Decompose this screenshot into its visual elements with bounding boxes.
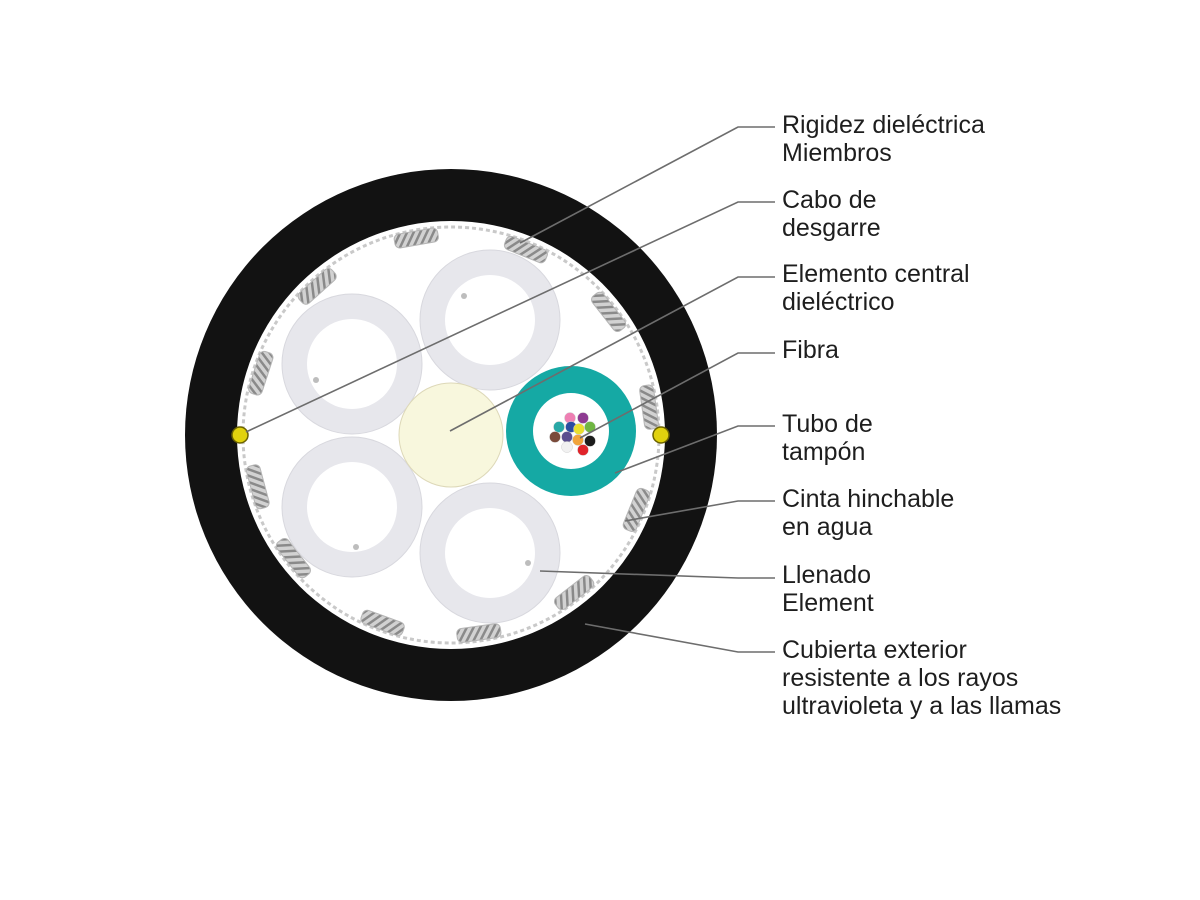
leader-lines bbox=[245, 126, 775, 653]
central-dielectric-element bbox=[398, 382, 504, 488]
label-line: Elemento central bbox=[782, 260, 970, 288]
leader-line-filler bbox=[539, 570, 775, 579]
strength-member bbox=[591, 291, 627, 332]
filler-element-core bbox=[307, 319, 397, 409]
label-line: ultravioleta y a las llamas bbox=[782, 692, 1062, 720]
optical-fiber bbox=[561, 431, 573, 443]
optical-fiber bbox=[549, 431, 561, 443]
filler-element-core bbox=[307, 462, 397, 552]
label-line: Miembros bbox=[782, 139, 892, 167]
label-strength-members: Rigidez dieléctrica Miembros bbox=[782, 111, 985, 167]
optical-fiber bbox=[577, 444, 589, 456]
leader-line-ripcord bbox=[245, 201, 775, 433]
filler-element-marker bbox=[525, 560, 531, 566]
ripcord-right bbox=[652, 426, 670, 444]
label-fiber: Fibra bbox=[782, 336, 839, 364]
label-line: Cinta hinchable bbox=[782, 485, 955, 513]
label-outer-jacket: Cubierta exterior resistente a los rayos… bbox=[782, 636, 1061, 720]
strength-member bbox=[554, 575, 595, 611]
filler-element-marker bbox=[461, 293, 467, 299]
strength-member bbox=[360, 609, 405, 637]
leader-line-buffer bbox=[614, 425, 775, 474]
label-line: desgarre bbox=[782, 214, 881, 242]
leader-line-jacket bbox=[584, 623, 775, 653]
label-filler-element: Llenado Element bbox=[782, 561, 874, 617]
label-line: Element bbox=[782, 589, 874, 617]
filler-element-marker bbox=[313, 377, 319, 383]
label-water-swellable-tape: Cinta hinchable en agua bbox=[782, 485, 954, 541]
label-central-element: Elemento central dieléctrico bbox=[782, 260, 970, 316]
label-line: resistente a los rayos bbox=[782, 664, 1019, 692]
optical-fiber bbox=[573, 423, 585, 435]
strength-member bbox=[297, 268, 337, 305]
ripcord-left bbox=[231, 426, 249, 444]
label-line: en agua bbox=[782, 513, 873, 541]
leader-line-fiber bbox=[579, 352, 775, 439]
label-line: tampón bbox=[782, 438, 866, 466]
label-line: dieléctrico bbox=[782, 288, 895, 316]
strength-member bbox=[503, 235, 548, 264]
strength-member bbox=[639, 384, 659, 430]
optical-fiber bbox=[553, 421, 565, 433]
filler-elements bbox=[281, 249, 561, 624]
optical-fiber bbox=[584, 435, 596, 447]
label-buffer-tube: Tubo de tampón bbox=[782, 410, 873, 466]
strength-member bbox=[456, 623, 502, 643]
leader-line-strength bbox=[519, 126, 775, 244]
strength-member bbox=[245, 464, 270, 510]
label-line: Tubo de bbox=[782, 410, 873, 438]
optical-fiber bbox=[577, 412, 589, 424]
label-line: Fibra bbox=[782, 336, 839, 364]
filler-element-core bbox=[445, 275, 535, 365]
leader-line-central bbox=[449, 276, 775, 432]
filler-element-marker bbox=[353, 544, 359, 550]
filler-element-core bbox=[445, 508, 535, 598]
label-line: Llenado bbox=[782, 561, 871, 589]
label-line: Cabo de bbox=[782, 186, 877, 214]
label-line: Rigidez dieléctrica bbox=[782, 111, 985, 139]
strength-member bbox=[275, 538, 311, 579]
label-ripcord: Cabo de desgarre bbox=[782, 186, 881, 242]
strength-members bbox=[245, 227, 659, 643]
strength-member bbox=[248, 350, 274, 396]
leader-line-water-tape bbox=[624, 500, 775, 522]
strength-member bbox=[393, 227, 439, 249]
optical-fiber bbox=[561, 441, 573, 453]
label-line: Cubierta exterior bbox=[782, 636, 967, 664]
